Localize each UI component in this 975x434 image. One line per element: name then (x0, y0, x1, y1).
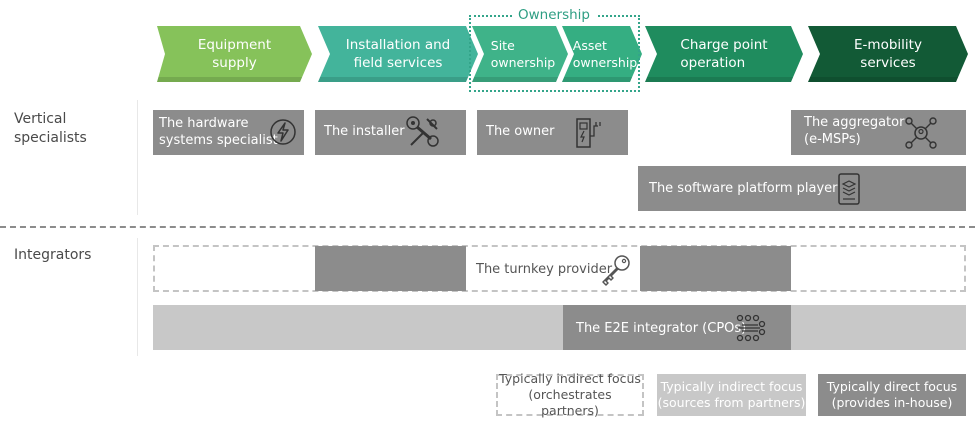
ownership-label: Ownership (512, 6, 596, 24)
box-label: The hardware systems specialist (159, 116, 278, 148)
turnkey-band (153, 245, 966, 292)
aggregator-box: The aggregator (e-MSPs) (791, 110, 966, 155)
owner-box: The owner (477, 110, 628, 155)
stage-equipment-supply: Equipment supply (157, 26, 312, 82)
stage-site-ownership: Site ownership (472, 26, 568, 82)
charging-station-icon (576, 118, 601, 148)
lightning-icon (270, 119, 296, 145)
ownership-bracket (469, 15, 640, 92)
software-platform-box: The software platform player (638, 166, 966, 211)
installer-box: The installer (315, 110, 466, 155)
box-label: The aggregator (e-MSPs) (804, 115, 905, 147)
server-icon (838, 173, 860, 205)
row-label-integrators: Integrators (14, 247, 92, 263)
legend-direct: Typically direct focus (provides in-hous… (818, 374, 966, 416)
stage-label: Site ownership (490, 38, 556, 70)
network-icon (905, 117, 937, 149)
key-icon (602, 255, 630, 286)
stage-label: E-mobility services (854, 37, 922, 71)
stage-label: Asset ownership (572, 38, 638, 70)
circuit-icon (736, 314, 766, 342)
legend-indirect-sources: Typically indirect focus (sources from p… (657, 374, 806, 416)
stage-label: Installation and field services (345, 37, 451, 71)
e2e-band (153, 305, 966, 350)
hardware-specialist-box: The hardware systems specialist (153, 110, 304, 155)
stage-installation: Installation and field services (318, 26, 478, 82)
row-separator (137, 238, 138, 356)
stage-e-mobility-services: E-mobility services (808, 26, 968, 82)
box-label: The E2E integrator (CPOs) (576, 321, 747, 336)
row-label-vertical: Vertical specialists (14, 111, 87, 146)
stage-charge-point-operation: Charge point operation (645, 26, 803, 82)
turnkey-segment-installation (315, 246, 466, 291)
stage-asset-ownership: Asset ownership (562, 26, 642, 82)
turnkey-segment-operation (640, 246, 791, 291)
legend-label: Typically direct focus (provides in-hous… (826, 379, 958, 410)
row-separator (137, 100, 138, 215)
stage-label: Equipment supply (197, 37, 272, 71)
box-label: The owner (486, 124, 555, 139)
box-label: The installer (324, 124, 405, 139)
turnkey-label: The turnkey provider (476, 262, 613, 277)
e2e-integrator-box: The E2E integrator (CPOs) (563, 305, 791, 350)
stage-label: Charge point operation (680, 37, 768, 71)
legend-indirect-orchestrates: Typically indirect focus (orchestrates p… (496, 371, 644, 418)
legend-label: Typically indirect focus (orchestrates p… (499, 371, 641, 418)
section-divider (0, 226, 975, 228)
box-label: The software platform player (649, 181, 838, 196)
legend-label: Typically indirect focus (sources from p… (657, 379, 806, 410)
tools-icon (406, 116, 439, 147)
